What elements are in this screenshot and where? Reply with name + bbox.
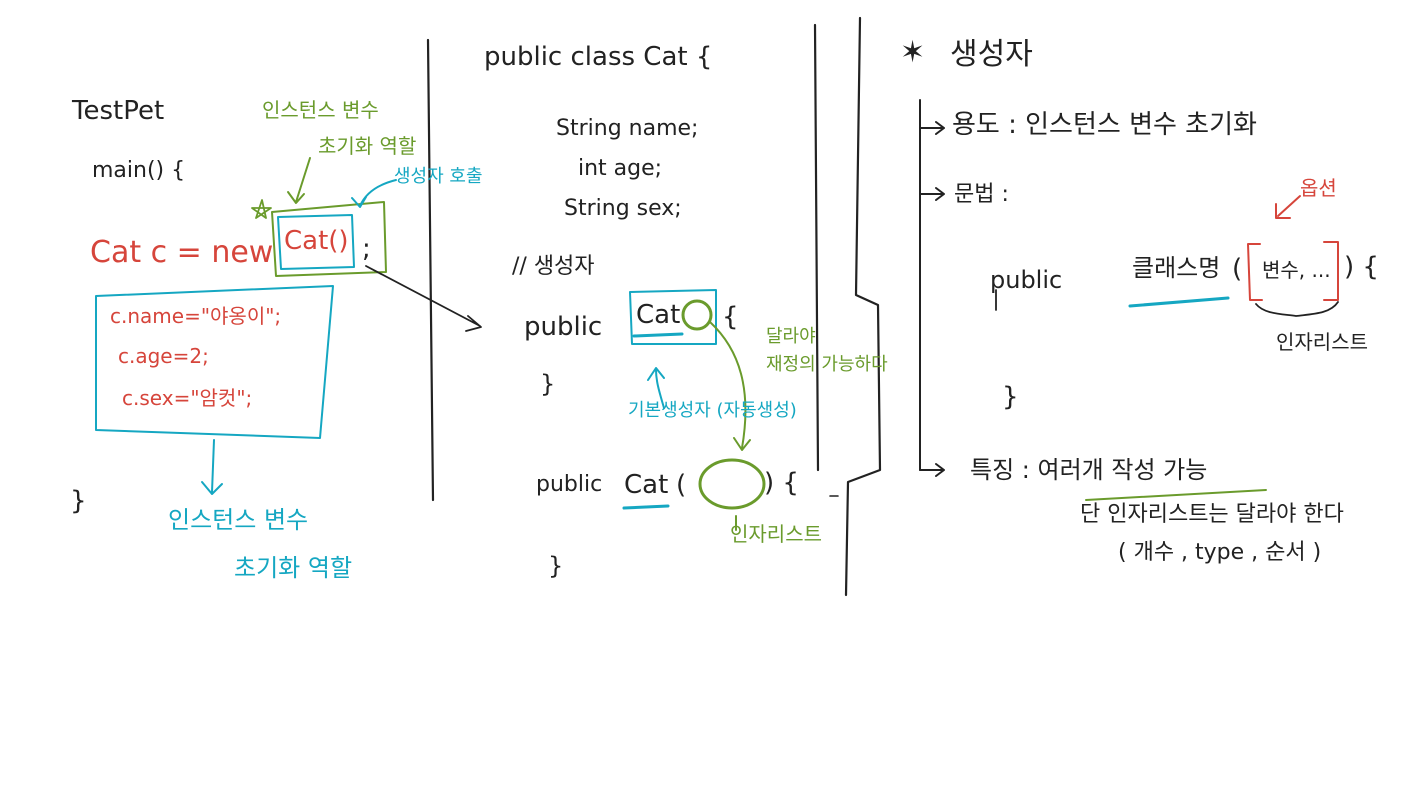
ctor-call-arrow — [351, 179, 397, 208]
field-sex: String sex; — [564, 196, 682, 221]
ctor2-public-keyword: public — [536, 472, 603, 497]
syntax-paren-close-brace: ) { — [1344, 252, 1379, 282]
syntax-class-name: 클래스명 — [1132, 254, 1221, 282]
statement-new-cat-prefix: Cat c = new — [90, 235, 274, 270]
annotation-redefinable: 재정의 가능하다 — [766, 354, 888, 375]
annotation-must-differ: 달라야 — [766, 326, 816, 347]
bottom-note-init-role: 초기화 역할 — [234, 554, 353, 582]
option-bracket-box — [1247, 241, 1339, 301]
annotation-default-constructor: 기본생성자 (자동생성) — [628, 400, 797, 421]
branch-feature — [919, 463, 945, 477]
constructor-comment: // 생성자 — [512, 254, 595, 279]
feature-line: 특징 : 여러개 작성 가능 — [970, 456, 1208, 484]
option-arrow — [1275, 195, 1301, 219]
ctor1-underline — [632, 332, 684, 338]
syntax-close-brace: } — [1002, 382, 1019, 412]
statement-semicolon: ; — [362, 234, 371, 264]
main-method-signature: main() { — [92, 158, 186, 183]
assignments-blue-box — [95, 285, 334, 439]
class-name-testpet: TestPet — [72, 96, 165, 126]
bottom-note-instance-variable: 인스턴스 변수 — [168, 506, 309, 534]
ctor2-close-brace: } — [548, 552, 564, 580]
feature-detail: ( 개수 , type , 순서 ) — [1118, 540, 1322, 565]
ctor1-public-keyword: public — [524, 312, 603, 342]
ctor2-paren-close-brace: ) { — [764, 468, 799, 498]
ctor1-close-brace: } — [540, 370, 556, 398]
assignment-age: c.age=2; — [118, 344, 209, 368]
annotation-instance-variable: 인스턴스 변수 — [262, 98, 379, 122]
ctor2-name: Cat — [624, 470, 669, 500]
default-ctor-arrow — [647, 367, 665, 409]
field-age: int age; — [578, 156, 663, 181]
call-to-ctor-arrow — [365, 265, 482, 332]
ctor2-paren-open: ( — [676, 470, 687, 500]
ctor1-name: Cat — [636, 300, 681, 330]
cat-call-blue-box — [277, 214, 355, 270]
syntax-label: 문법 : — [954, 182, 1009, 207]
feature-note-underline — [1085, 489, 1267, 501]
section-title-constructor: 생성자 — [950, 37, 1033, 72]
option-label: 옵션 — [1300, 176, 1337, 200]
statement-cat-call: Cat() — [284, 226, 349, 256]
cat-call-green-box — [271, 201, 387, 277]
ctor1-empty-params-circle — [681, 299, 713, 331]
divider-line-middle — [813, 23, 820, 472]
syntax-public-keyword: public — [990, 266, 1063, 294]
feature-note: 단 인자리스트는 달라야 한다 — [1080, 502, 1344, 527]
ctor1-open-brace: { — [722, 302, 739, 332]
star-mark — [251, 199, 272, 219]
field-name: String name; — [556, 116, 699, 141]
annotation-parameter-list: 인자리스트 — [730, 522, 822, 546]
init-role-arrow — [287, 157, 311, 204]
ctor1-blue-box — [629, 289, 717, 345]
syntax-params-label: 인자리스트 — [1276, 330, 1368, 354]
assignment-name: c.name="야옹이"; — [110, 304, 282, 328]
divider-line-left — [426, 38, 435, 502]
syntax-params: 변수, ... — [1262, 258, 1331, 282]
annotation-init-role: 초기화 역할 — [318, 134, 417, 158]
assignments-down-arrow — [201, 439, 223, 495]
annotation-constructor-call: 생성자 호출 — [394, 166, 483, 187]
ctor2-underline — [622, 504, 670, 510]
class-name-underline — [1128, 296, 1230, 308]
class-declaration: public class Cat { — [484, 42, 713, 72]
branch-syntax — [919, 187, 945, 201]
title-star-mark: ✶ — [900, 35, 926, 70]
diff-arrow — [709, 321, 751, 451]
params-underbrace — [1255, 301, 1339, 317]
branch-purpose — [919, 121, 945, 135]
syntax-paren-open: ( — [1232, 254, 1243, 284]
assignment-sex: c.sex="암컷"; — [122, 386, 253, 410]
purpose-line: 용도 : 인스턴스 변수 초기화 — [952, 110, 1257, 140]
ctor2-params-oval — [698, 458, 766, 510]
main-closing-brace: } — [70, 486, 87, 516]
divider-line-right — [844, 16, 882, 597]
